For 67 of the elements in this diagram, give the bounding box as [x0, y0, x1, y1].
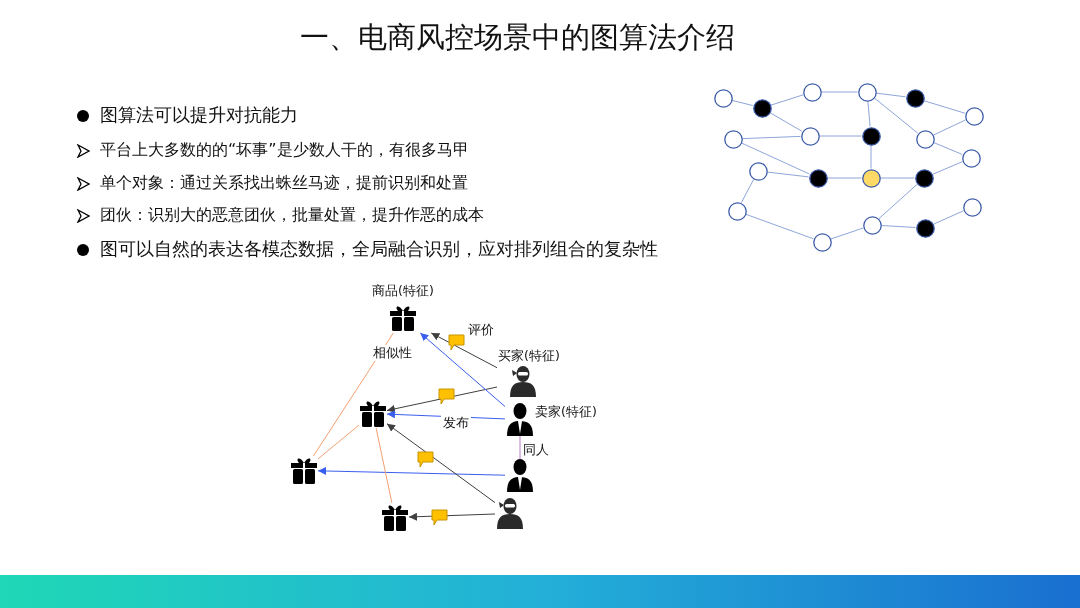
network-node	[915, 218, 935, 238]
bullet-text: 图算法可以提升对抗能力	[100, 104, 298, 126]
network-node	[727, 201, 747, 221]
connector-line	[766, 171, 810, 178]
network-node	[961, 148, 981, 168]
network-node	[964, 106, 984, 126]
network-node	[723, 129, 743, 149]
connector-line	[881, 225, 916, 228]
connector-line	[933, 119, 966, 136]
slide-title: 一、电商风控场景中的图算法介绍	[300, 19, 735, 56]
connector-line	[923, 100, 966, 114]
network-node	[812, 232, 832, 252]
connector-line	[740, 178, 755, 204]
bullet-text: 图可以自然的表达各模态数据，全局融合识别，应对排列组合的复杂性	[100, 238, 658, 260]
edge-label: 发布	[441, 415, 471, 431]
network-node	[862, 215, 882, 235]
node-label: 买家(特征)	[498, 348, 560, 364]
connector-line	[875, 92, 907, 98]
connector-line	[745, 213, 814, 240]
connector-line	[519, 435, 521, 460]
network-node	[713, 88, 733, 108]
arrow	[386, 423, 496, 504]
connector-line	[873, 97, 919, 134]
connector-line	[830, 227, 864, 240]
connector-line	[317, 424, 360, 460]
connector-line	[770, 94, 804, 106]
connector-line	[933, 142, 963, 155]
connector-line	[731, 99, 754, 107]
connector-line	[867, 101, 871, 127]
node-label: 商品(特征)	[372, 283, 434, 299]
node-label: 卖家(特征)	[535, 404, 597, 420]
arrow	[408, 512, 496, 521]
network-node	[861, 126, 881, 146]
edge-label: 相似性	[370, 345, 414, 361]
connector-line	[742, 135, 801, 140]
connector-line	[821, 91, 858, 93]
arrow	[317, 467, 506, 476]
connector-line	[933, 210, 964, 225]
network-node	[748, 161, 768, 181]
connector-line	[819, 135, 862, 137]
network-node	[752, 98, 772, 118]
connector-line	[769, 112, 803, 132]
connector-line	[880, 177, 915, 179]
connector-line	[375, 427, 393, 504]
connector-line	[741, 142, 810, 175]
network-node	[800, 126, 820, 146]
network-node	[915, 129, 935, 149]
network-node	[808, 168, 828, 188]
arrow	[386, 386, 498, 413]
connector-line	[870, 145, 872, 169]
connector-line	[312, 332, 394, 457]
arrow	[419, 332, 506, 407]
network-node	[962, 197, 982, 217]
bullet-text: 平台上大多数的的“坏事”是少数人干的，有很多马甲	[100, 139, 469, 161]
network-node	[857, 82, 877, 102]
connector-line	[827, 177, 862, 179]
connector-line	[932, 161, 963, 175]
network-node	[861, 168, 881, 188]
bullet-text: 团伙：识别大的恶意团伙，批量处置，提升作恶的成本	[100, 204, 484, 226]
network-node	[914, 168, 934, 188]
edge-label: 评价	[466, 322, 496, 338]
network-node	[802, 82, 822, 102]
bullet-text: 单个对象：通过关系找出蛛丝马迹，提前识别和处置	[100, 172, 468, 194]
network-node	[905, 88, 925, 108]
edge-label: 同人	[521, 442, 551, 458]
connector-line	[878, 183, 918, 220]
arrow	[430, 332, 498, 369]
